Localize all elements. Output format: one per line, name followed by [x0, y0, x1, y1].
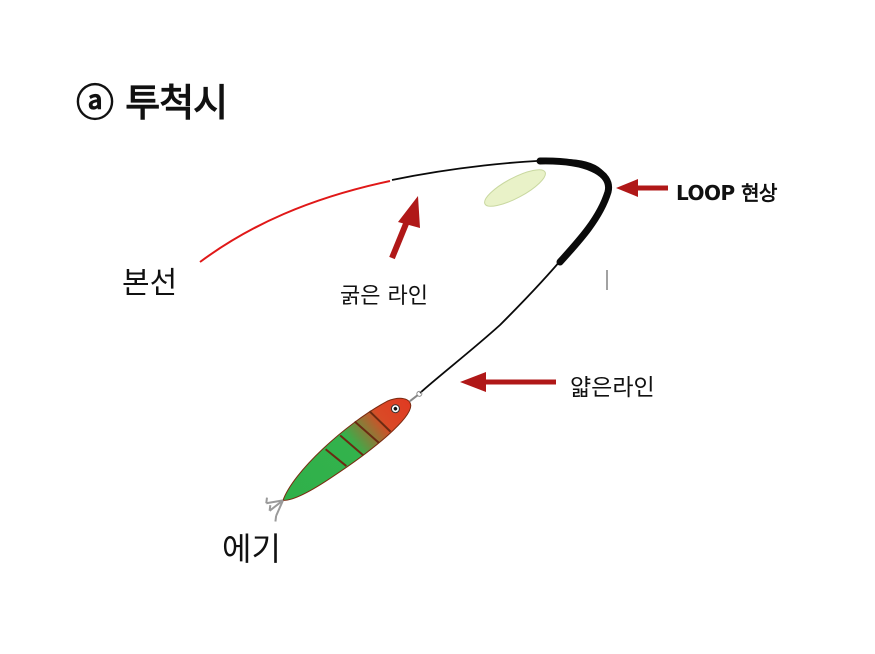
arrow-loop: [616, 179, 668, 197]
egi-lure-icon: [265, 390, 423, 522]
thin-line-label: 얇은라인: [570, 375, 655, 401]
float-icon: [484, 169, 546, 207]
loop-label: LOOP 현상: [676, 181, 777, 205]
egi-label: 에기: [222, 530, 281, 568]
loop-thick-part: [536, 157, 613, 266]
main-line-label: 본선: [122, 266, 178, 301]
page-title: ⓐ 투척시: [76, 81, 228, 125]
arrow-thick-line: [389, 196, 420, 260]
main-line: [199, 180, 391, 263]
thick-line-label: 굵은 라인: [340, 284, 428, 309]
arrow-thin-line: [460, 372, 556, 392]
